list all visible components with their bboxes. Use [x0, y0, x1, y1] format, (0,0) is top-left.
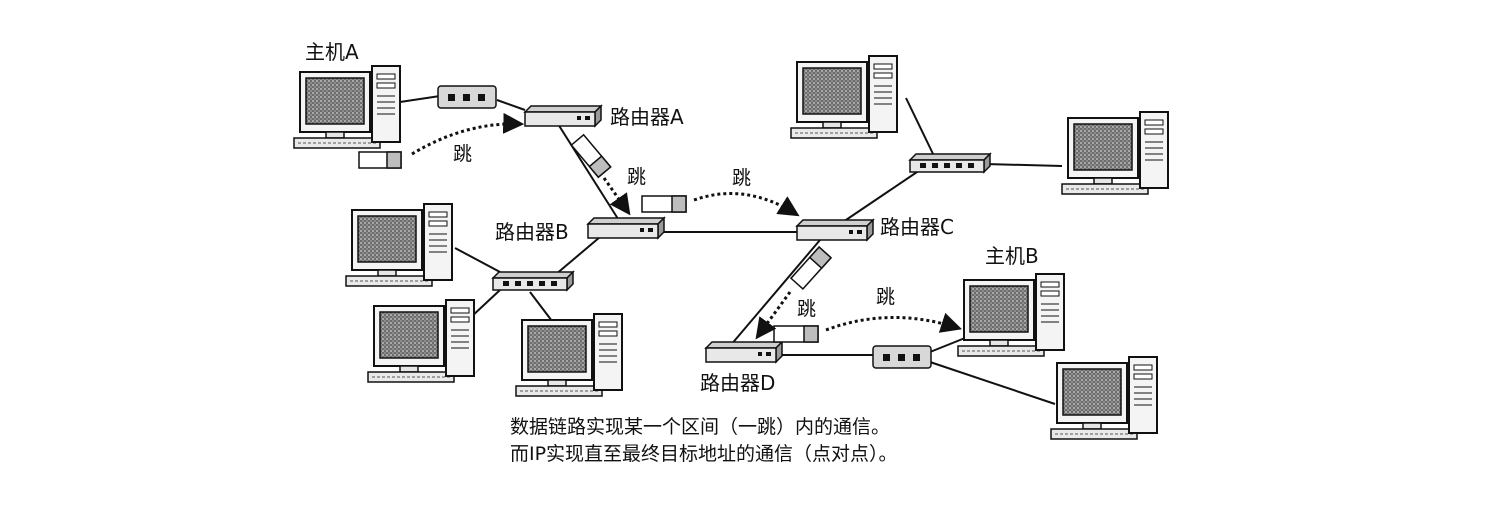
packet-icon: [570, 133, 612, 179]
hop-label: 跳: [453, 143, 473, 165]
packet-icon: [773, 325, 819, 343]
packet-icon: [641, 195, 687, 213]
hop-arrow: [602, 177, 631, 216]
computer-bottom-middle: [515, 313, 623, 397]
computer-left-lower: [367, 299, 475, 383]
computer-top-middle: [790, 55, 898, 139]
connection-lines: [399, 95, 1063, 405]
hop-arrow: [693, 192, 800, 217]
computer-top-right: [1061, 111, 1169, 195]
hop-label: 跳: [732, 167, 752, 189]
packet-icon: [789, 245, 833, 291]
router-b-icon: [587, 217, 665, 239]
host-a-computer: [293, 65, 401, 149]
hub-switch-c: [909, 153, 991, 173]
packet-icon: [358, 151, 402, 169]
router-a-label: 路由器A: [610, 105, 684, 129]
hop-arrow: [411, 112, 525, 156]
hop-arrow: [825, 312, 962, 333]
hub-host-a: [437, 85, 497, 109]
computer-bottom-right: [1050, 356, 1158, 440]
computer-left-upper: [345, 203, 453, 287]
router-c-label: 路由器C: [880, 215, 954, 239]
hub-switch-b: [492, 271, 574, 291]
router-a-icon: [524, 105, 602, 127]
caption-line-2: 而IP实现直至最终目标地址的通信（点对点）。: [510, 443, 898, 465]
host-b-computer: [957, 273, 1065, 357]
hop-label: 跳: [876, 286, 896, 308]
router-b-label: 路由器B: [495, 220, 569, 244]
hub-host-b: [872, 345, 932, 369]
host-b-label: 主机B: [985, 244, 1039, 268]
hop-label: 跳: [797, 298, 817, 320]
router-c-icon: [796, 219, 874, 241]
hop-label: 跳: [627, 166, 647, 188]
caption-line-1: 数据链路实现某一个区间（一跳）内的通信。: [510, 416, 891, 438]
host-a-label: 主机A: [305, 40, 359, 64]
router-d-icon: [705, 341, 783, 363]
router-d-label: 路由器D: [700, 371, 776, 395]
